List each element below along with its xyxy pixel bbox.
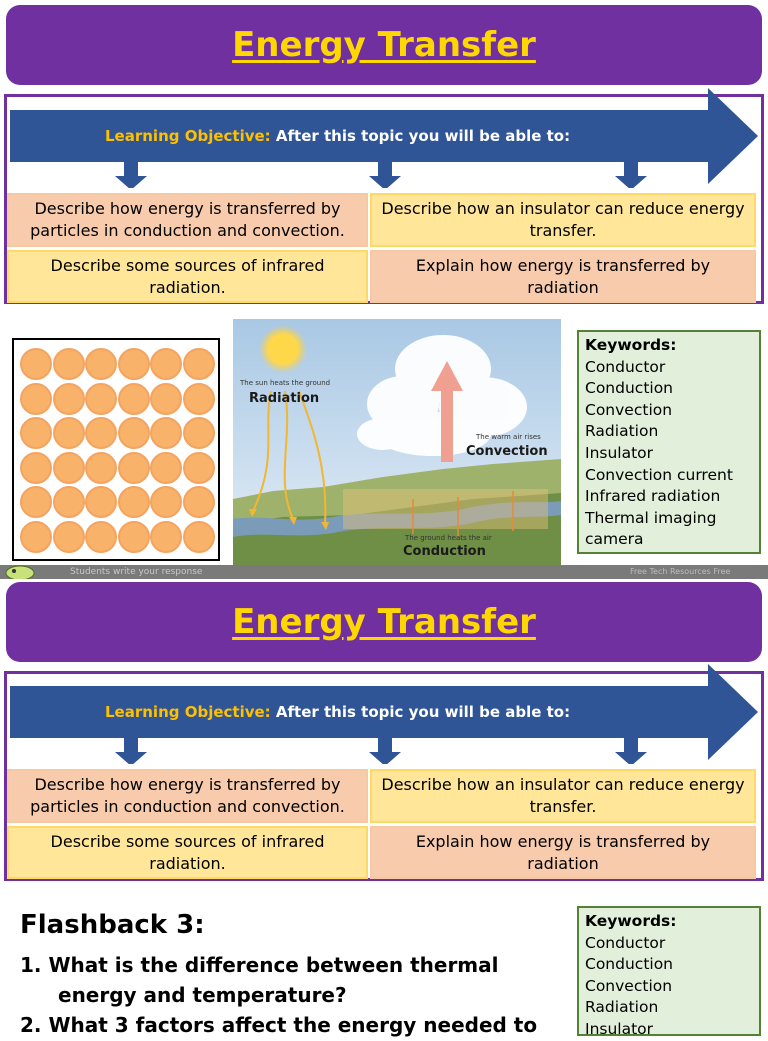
particle — [182, 417, 215, 449]
slide-title-2: Energy Transfer — [232, 602, 536, 642]
objective-rest-2: After this topic you will be able to: — [275, 703, 571, 721]
particle — [117, 486, 150, 518]
warm-air-caption: The warm air rises — [476, 433, 541, 441]
particle — [52, 520, 85, 553]
flashback-title: Flashback 3: — [20, 910, 205, 940]
keyword-item: Insulator — [585, 443, 654, 462]
slide-separator: Students write your response Free Tech R… — [0, 565, 768, 579]
particle — [117, 451, 150, 484]
particle — [20, 382, 52, 415]
cloud-icon — [357, 335, 527, 456]
keywords-title: Keywords: — [585, 336, 677, 354]
keyword-item: Radiation — [585, 998, 659, 1017]
particle — [117, 382, 150, 415]
particle-diagram — [12, 338, 220, 561]
ground-caption: The ground heats the air — [405, 534, 492, 542]
objective-arrow: Learning Objective: After this topic you… — [10, 88, 760, 188]
radiation-label: Radiation — [249, 391, 320, 406]
particle — [182, 348, 215, 380]
objective-lead-2: Learning Objective: — [105, 703, 271, 721]
strip-text-left: Students write your response — [70, 567, 203, 577]
objective-4-b: Explain how energy is transferred by rad… — [370, 826, 756, 879]
particle — [85, 382, 117, 415]
particle — [20, 486, 52, 518]
particle — [150, 417, 182, 449]
keyword-item: Convection — [585, 976, 673, 995]
sun-caption: The sun heats the ground — [240, 379, 331, 387]
keyword-item: Convection — [585, 400, 673, 419]
keyword-item: Conduction — [585, 379, 674, 398]
particle — [150, 382, 182, 415]
particle — [20, 348, 52, 380]
keyword-item: Thermal imaging camera — [585, 508, 717, 549]
objective-2-b: Describe how an insulator can reduce ene… — [370, 769, 756, 823]
particle — [182, 451, 215, 484]
particle — [85, 417, 117, 449]
objective-2: Describe how an insulator can reduce ene… — [370, 193, 756, 247]
particle — [20, 417, 52, 449]
objective-statement-2: Learning Objective: After this topic you… — [105, 686, 570, 738]
keywords-box: Keywords: Conductor Conduction Convectio… — [577, 330, 761, 554]
keywords-title-2: Keywords: — [585, 912, 677, 930]
keyword-item: Convection current — [585, 465, 733, 484]
keyword-item: Conductor — [585, 357, 666, 376]
title-bar: Energy Transfer — [6, 5, 762, 85]
keyword-item: Infrared radiation — [585, 487, 721, 506]
particle — [182, 486, 215, 518]
particle — [150, 486, 182, 518]
objective-4: Explain how energy is transferred by rad… — [370, 250, 756, 303]
convection-label: Convection — [466, 444, 548, 459]
objective-1-b: Describe how energy is transferred by pa… — [7, 769, 368, 823]
particle — [150, 520, 182, 553]
keyword-item: Radiation — [585, 422, 659, 441]
flashback-question-2: 2. What 3 factors affect the energy need… — [20, 1013, 538, 1037]
title-bar-2: Energy Transfer — [6, 582, 762, 662]
particle — [117, 348, 150, 380]
particle — [117, 417, 150, 449]
particle — [52, 451, 85, 484]
particle — [52, 348, 85, 380]
heat-transfer-diagram: The sun heats the ground Radiation The w… — [233, 319, 561, 565]
particle — [52, 486, 85, 518]
particle — [85, 348, 117, 380]
particle — [150, 451, 182, 484]
particle — [117, 520, 150, 553]
flashback-question-1: 1. What is the difference between therma… — [20, 953, 499, 977]
particle — [20, 520, 52, 553]
objective-3: Describe some sources of infrared radiat… — [7, 250, 368, 303]
slide-title: Energy Transfer — [232, 25, 536, 65]
objective-3-b: Describe some sources of infrared radiat… — [7, 826, 368, 879]
conduction-label: Conduction — [403, 544, 486, 559]
strip-text-right: Free Tech Resources Free — [630, 567, 731, 576]
particle — [150, 348, 182, 380]
keyword-item: Conductor — [585, 933, 666, 952]
keyword-item: Insulator — [585, 1019, 654, 1038]
particle — [85, 451, 117, 484]
keyword-item: Conduction — [585, 955, 674, 974]
objectives-frame-2 — [4, 671, 764, 881]
particle — [20, 451, 52, 484]
objective-statement: Learning Objective: After this topic you… — [105, 110, 570, 162]
particle — [52, 417, 85, 449]
particle — [182, 520, 215, 553]
mascot-icon — [5, 565, 35, 579]
objective-1: Describe how energy is transferred by pa… — [7, 193, 368, 247]
particle — [85, 486, 117, 518]
keywords-box-2: Keywords: Conductor Conduction Convectio… — [577, 906, 761, 1038]
particle — [182, 382, 215, 415]
objective-rest: After this topic you will be able to: — [275, 127, 571, 145]
flashback-question-1-cont: energy and temperature? — [58, 983, 347, 1007]
particle — [52, 382, 85, 415]
objective-arrow-2: Learning Objective: After this topic you… — [10, 664, 760, 764]
particle — [85, 520, 117, 553]
objective-lead: Learning Objective: — [105, 127, 271, 145]
